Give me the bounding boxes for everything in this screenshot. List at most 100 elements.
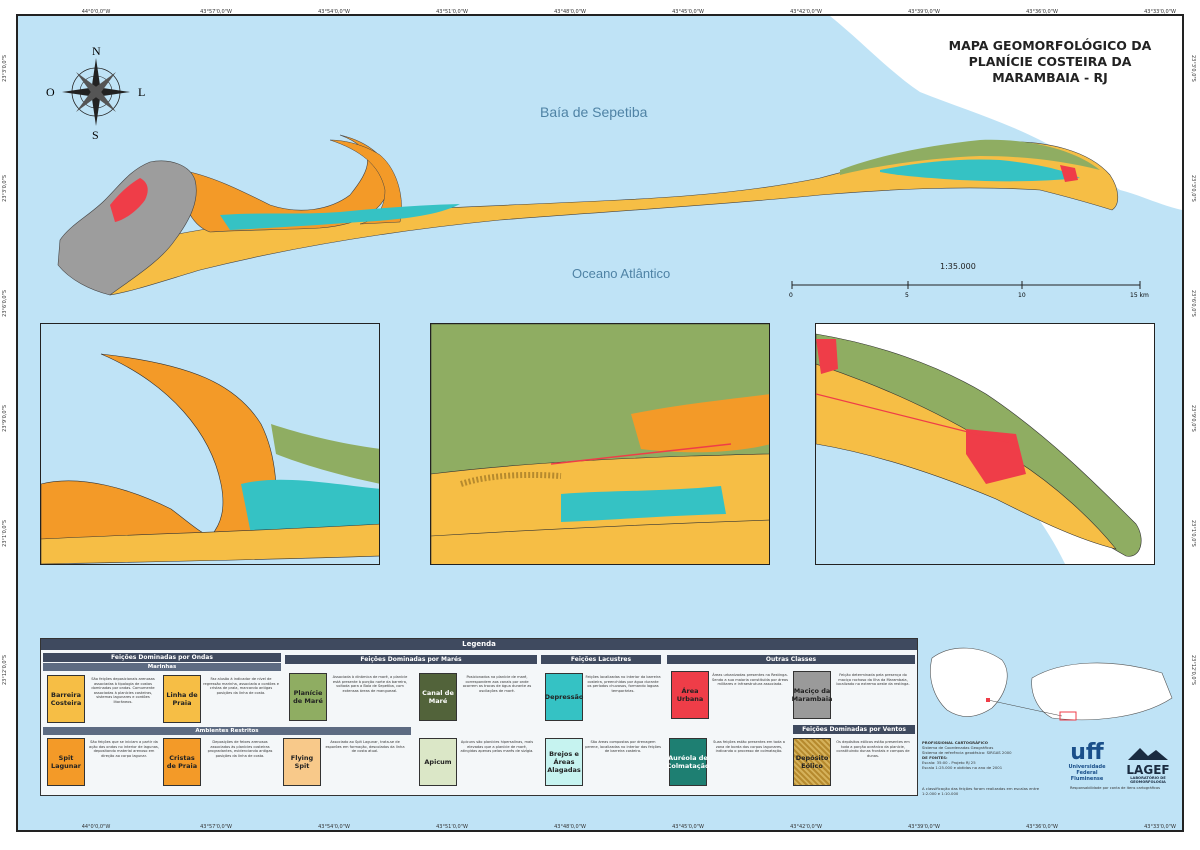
lagef-logo-subtitle: LABORATÓRIO DE GEOMORFOLOGIA <box>1130 776 1166 784</box>
desc-aureola: Suas feições estão presentes em toda a z… <box>713 740 785 754</box>
brazil-shape <box>930 647 1008 717</box>
swatch-cristas: Cristas de Praia <box>163 738 201 786</box>
coord-label: 23°1'0,0"S <box>1190 520 1196 547</box>
cartographic-line: Escala 1:25.000 e obtidas no ano de 2001 <box>922 765 1003 770</box>
scale-tick-label: 5 <box>905 292 909 299</box>
compass-rose <box>62 58 130 126</box>
inset-map-east <box>815 323 1155 565</box>
main-map <box>57 16 1182 296</box>
scale-tick-label: 10 <box>1018 292 1026 299</box>
swatch-barreira: Barreira Costeira <box>47 675 85 723</box>
coord-label: 43°36'0,0"W <box>1026 9 1058 15</box>
urban-area-east <box>1060 165 1078 182</box>
lagef-logo-text: LAGEF <box>1126 763 1170 777</box>
desc-flying-spit: Associado ao Spit Lagunar, trata-se de e… <box>325 740 405 754</box>
swatch-planicie-mare: Planície de Maré <box>289 673 327 721</box>
swatch-aureola: Auréola de Colmatação <box>667 738 709 786</box>
location-map <box>930 647 1173 721</box>
desc-linha-praia: Faz alusão à indicador de nível de regre… <box>203 677 279 695</box>
coord-label: 43°57'0,0"W <box>200 9 232 15</box>
coord-label: 23°3'0,0"S <box>1190 175 1196 202</box>
inset-east-svg <box>816 324 1154 564</box>
desc-brejos: São áreas compostas por drenagem perene,… <box>585 740 661 754</box>
coord-label: 43°42'0,0"W <box>790 824 822 830</box>
desc-cristas: Deposições de feixes arenosos associados… <box>207 740 273 758</box>
credit-note: Responsabilidade por conta de itens cart… <box>1070 786 1161 790</box>
tidal-plain <box>840 139 1100 175</box>
legend-title: Legenda <box>41 639 917 650</box>
desc-macico: Feição determinada pela presença do maci… <box>836 673 910 687</box>
coord-label: 23°12'0,0"S <box>1190 655 1196 686</box>
map-title: MAPA GEOMORFOLÓGICO DA PLANÍCIE COSTEIRA… <box>940 38 1160 86</box>
desc-depressao: Feições localizadas no interior da barre… <box>585 675 661 693</box>
swatch-macico: Maciço da Marambaia <box>792 671 832 719</box>
coord-label: 23°3'0,0"S <box>1190 55 1196 82</box>
coord-label: 44°0'0,0"W <box>81 824 111 830</box>
urban-area-west <box>110 178 148 222</box>
coord-label: 43°42'0,0"W <box>790 9 822 15</box>
coord-label: 23°6'0,0"S <box>1190 290 1196 317</box>
scale-tick-label: 0 <box>789 292 793 299</box>
lagoon-area-east <box>880 159 1080 182</box>
coord-label: 43°33'0,0"W <box>1144 9 1176 15</box>
spit-hook <box>329 139 402 225</box>
swatch-deposito-eolico: Depósito Eólico <box>793 738 831 786</box>
inset-map-west <box>40 323 380 565</box>
scale-tick-label: 15 km <box>1130 292 1149 299</box>
legend-section-mares: Feições Dominadas por Marés <box>285 655 537 664</box>
legend-section-ventos: Feições Dominadas por Ventos <box>793 725 915 734</box>
lagef-mountain-icon <box>1128 748 1168 760</box>
uff-logo-text: uff <box>1070 740 1104 765</box>
swatch-brejos: Brejos e Áreas Alagadas <box>545 738 583 786</box>
lagef-logo: LAGEF LABORATÓRIO DE GEOMORFOLOGIA <box>1118 745 1178 784</box>
scale-ratio: 1:35.000 <box>940 262 976 271</box>
legend-section-outras: Outras Classes <box>667 655 915 664</box>
coord-label: 43°36'0,0"W <box>1026 824 1058 830</box>
cartographic-line: DE FONTES: <box>922 755 948 760</box>
uff-logo: uff Universidade Federal Fluminense <box>1062 740 1112 783</box>
swatch-area-urbana: Área Urbana <box>671 671 709 719</box>
cartographic-info: PROFISSIONAL CARTOGRÁFICO Sistema de Coo… <box>922 740 1032 770</box>
cartographic-line: Sistema de referência geodésico: SIRGAS … <box>922 750 1012 755</box>
coord-label: 43°39'0,0"W <box>908 824 940 830</box>
desc-spit-lagunar: São feições que se iniciam a partir da a… <box>89 740 159 758</box>
swatch-flying-spit: Flying Spit <box>283 738 321 786</box>
coord-label: 23°12'0,0"S <box>2 655 8 686</box>
title-line: MAPA GEOMORFOLÓGICO DA <box>948 38 1152 53</box>
coord-label: 43°54'0,0"W <box>318 824 350 830</box>
swatch-apicum: Apicum <box>419 738 457 786</box>
marambaia-massif <box>57 160 197 296</box>
coord-label: 43°54'0,0"W <box>318 9 350 15</box>
legend-subsection-restritos: Ambientes Restritos <box>43 727 411 735</box>
cartographic-line: Sistema de Coordenadas Geográficas <box>922 745 994 750</box>
compass-north: N <box>92 44 101 58</box>
title-line: PLANÍCIE COSTEIRA DA <box>968 54 1132 69</box>
swatch-spit-lagunar: Spit Lagunar <box>47 738 85 786</box>
inset-west-svg <box>41 353 379 564</box>
compass-east: L <box>138 85 146 99</box>
coord-label: 43°45'0,0"W <box>672 9 704 15</box>
coord-label: 43°45'0,0"W <box>672 824 704 830</box>
coord-label: 43°33'0,0"W <box>1144 824 1176 830</box>
legend-panel: Legenda Feições Dominadas por Ondas Mari… <box>40 638 918 796</box>
coord-label: 23°9'0,0"S <box>2 405 8 432</box>
desc-barreira: São feições deposicionais arenosas assoc… <box>91 677 155 704</box>
compass-south: S <box>92 128 99 142</box>
coord-label: 43°51'0,0"W <box>436 9 468 15</box>
ocean-label: Oceano Atlântico <box>572 266 671 281</box>
swatch-canal-mare: Canal de Maré <box>419 673 457 721</box>
rj-state-shape <box>1031 662 1173 721</box>
swatch-linha-praia: Linha de Praia <box>163 675 201 723</box>
classification-note: A classificação das feições foram realiz… <box>922 786 1040 796</box>
coord-label: 43°51'0,0"W <box>436 824 468 830</box>
inset-map-central <box>430 323 770 565</box>
coord-label: 43°57'0,0"W <box>200 824 232 830</box>
legend-section-lacustres: Feições Lacustres <box>541 655 661 664</box>
coord-label: 43°48'0,0"W <box>554 824 586 830</box>
legend-section-ondas: Feições Dominadas por Ondas <box>43 653 281 662</box>
inset-central-svg <box>431 324 769 564</box>
coord-label: 23°9'0,0"S <box>1190 405 1196 432</box>
desc-deposito-eolico: Os depósitos eólicos estão presentes em … <box>836 740 910 758</box>
desc-apicum: Apicuns são planícies hipersalinas, mais… <box>460 740 534 754</box>
scale-bar <box>791 281 1141 289</box>
